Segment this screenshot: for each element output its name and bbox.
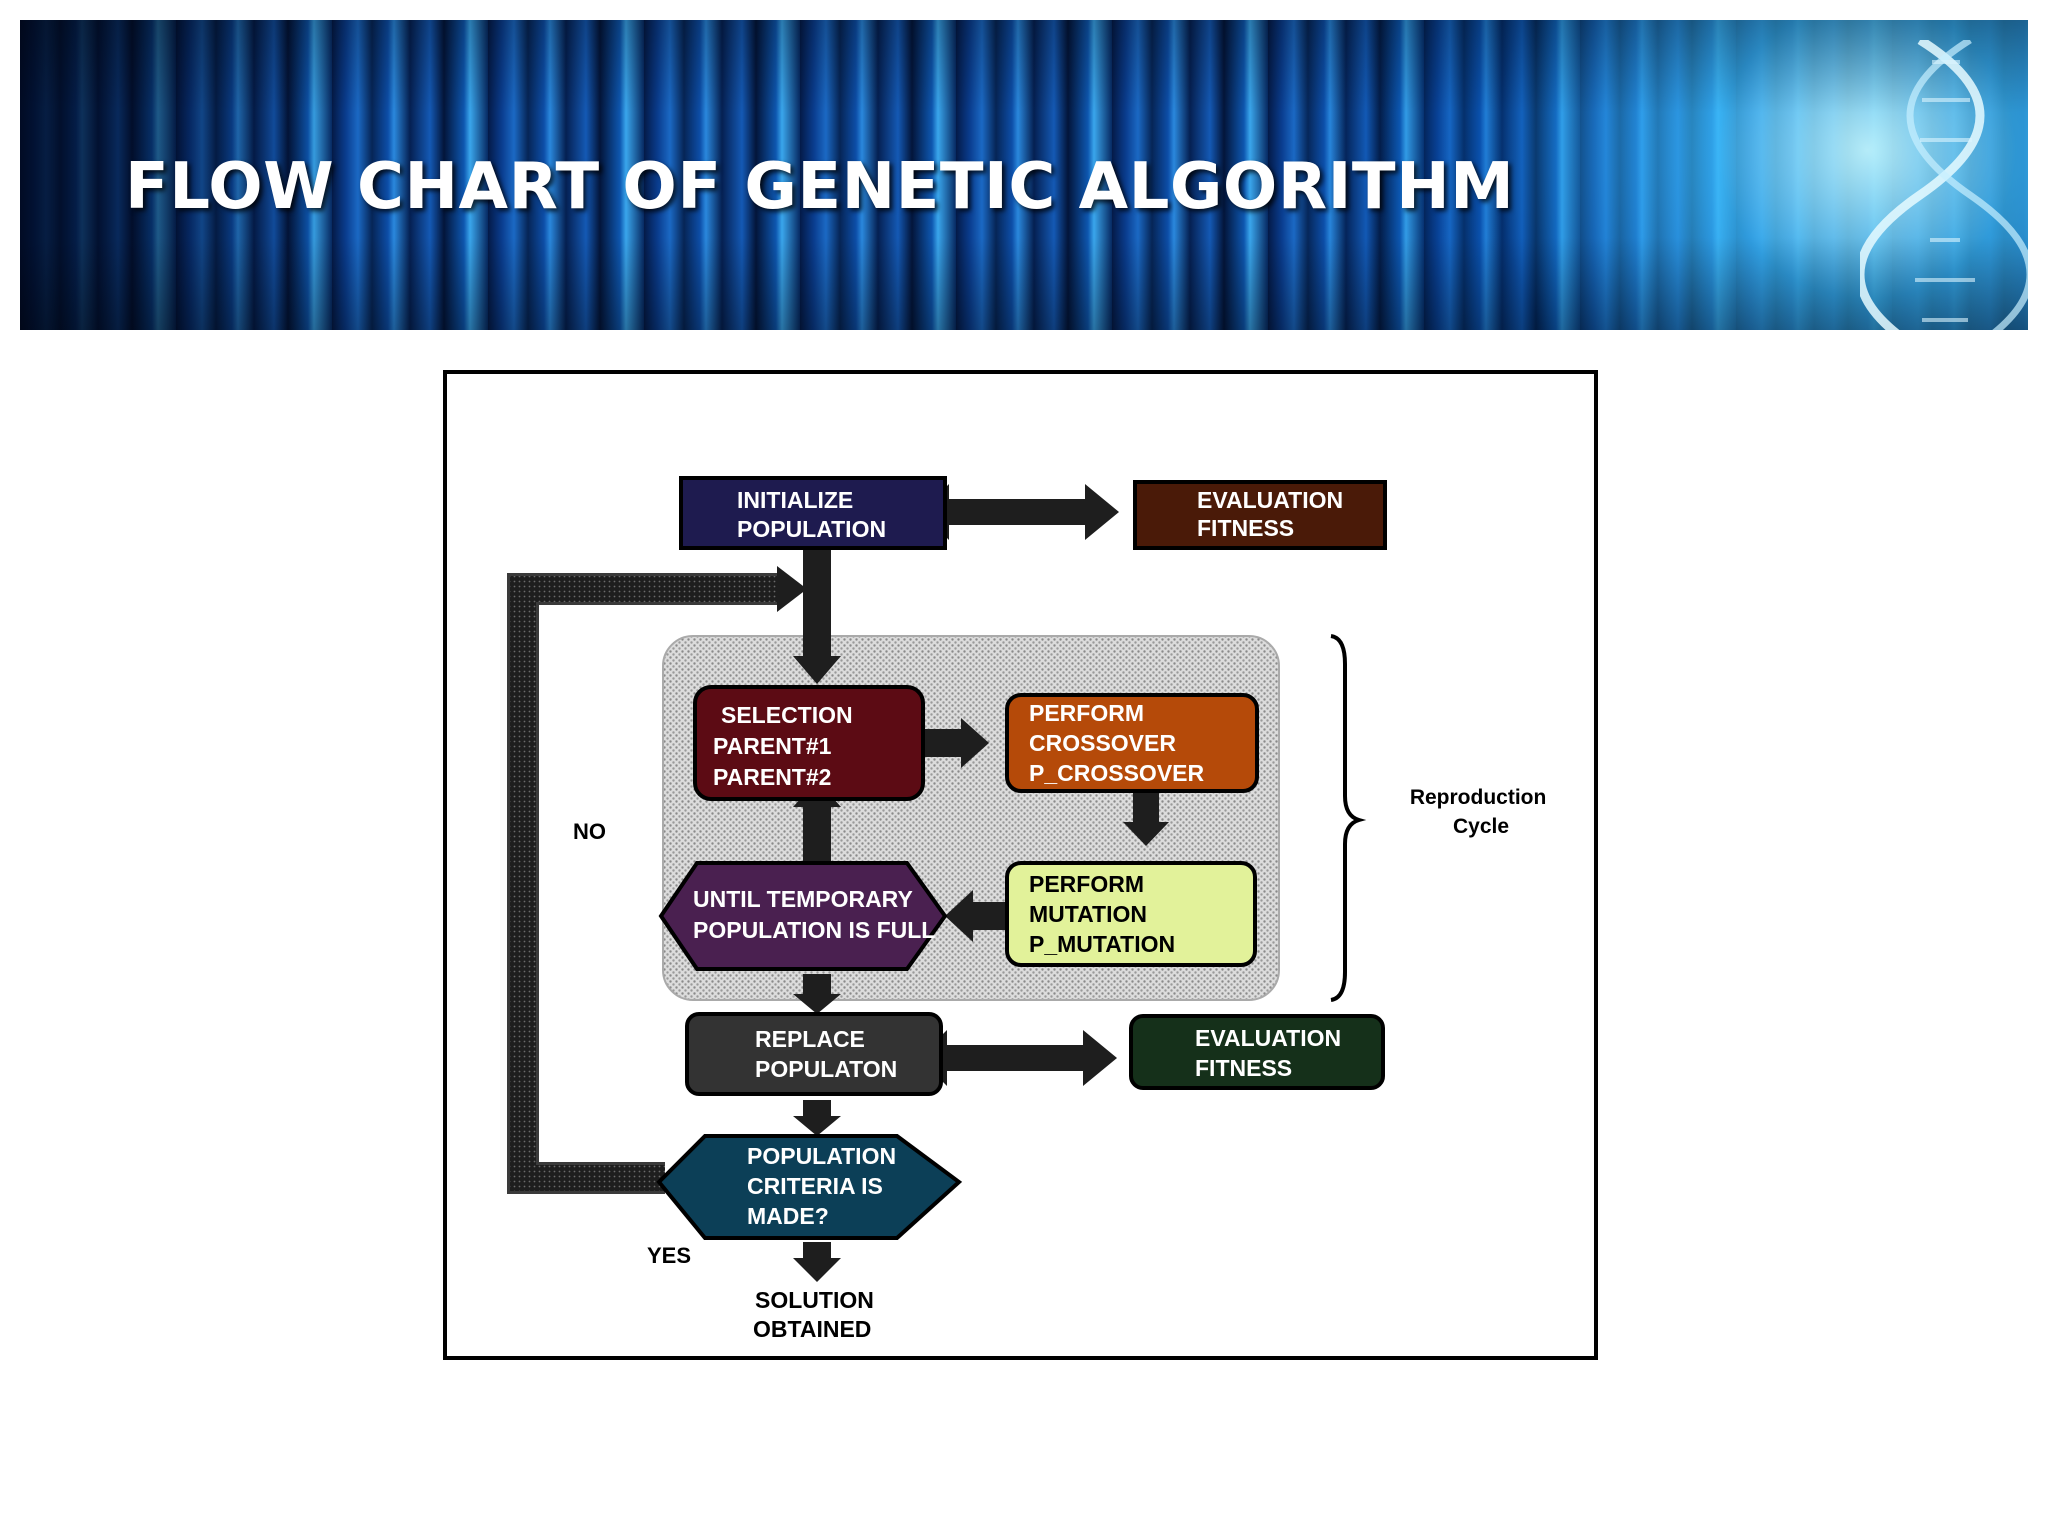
no-loop-arrowhead [777,566,807,612]
genetic-algorithm-flowchart: INITIALIZE POPULATION EVALUATION FITNESS… [507,476,1552,1342]
no-label: NO [573,819,606,844]
evaluation-fitness-bottom-label: EVALUATION FITNESS [1195,1025,1347,1081]
slide-title: FLOW CHART OF GENETIC ALGORITHM [125,150,1515,224]
reproduction-cycle-label: Reproduction Cycle [1410,786,1552,838]
no-loop-connector-inner [510,576,779,1191]
replace-population-label: REPLACE POPULATON [755,1026,897,1082]
evaluation-fitness-top-label: EVALUATION FITNESS [1197,487,1349,541]
replace-population-node [685,1012,943,1096]
initialize-population-label: INITIALIZE POPULATION [737,487,886,542]
population-criteria-decision-node [656,1134,963,1240]
until-population-full-node [658,861,948,971]
initialize-population-node [679,476,947,550]
population-criteria-label: POPULATION CRITERIA IS MADE? [747,1143,902,1229]
selection-label: SELECTION PARENT#1 PARENT#2 [713,702,859,790]
evaluation-fitness-top-node [1133,480,1387,550]
flowchart-frame: INITIALIZE POPULATION EVALUATION FITNESS… [443,370,1598,1360]
perform-crossover-node [1005,693,1259,793]
header-banner [20,20,2028,330]
perform-crossover-label: PERFORM CROSSOVER P_CROSSOVER [1029,700,1204,786]
perform-mutation-node [1005,861,1257,967]
yes-label: YES [647,1243,691,1268]
until-population-full-label: UNTIL TEMPORARY POPULATION IS FULL [693,886,935,943]
selection-node [693,685,925,801]
perform-mutation-label: PERFORM MUTATION P_MUTATION [1029,871,1175,957]
dna-helix-icon [1860,40,2028,330]
evaluation-fitness-bottom-node [1129,1014,1385,1090]
reproduction-cycle-brace [1330,634,1367,1002]
solution-obtained-label: SOLUTION OBTAINED [753,1287,880,1342]
